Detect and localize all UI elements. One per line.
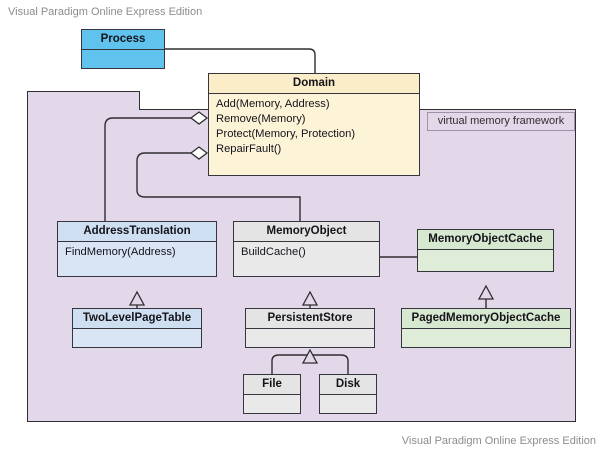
class-domain-op-2: Protect(Memory, Protection) bbox=[216, 128, 356, 140]
class-persistent-store-body bbox=[246, 329, 374, 347]
class-memory-object-body: BuildCache() bbox=[234, 242, 379, 276]
class-domain-op-1: Remove(Memory) bbox=[216, 113, 306, 125]
class-memory-object-cache-name: MemoryObjectCache bbox=[418, 230, 553, 250]
generalization-triangle-addresstranslation bbox=[128, 290, 146, 306]
class-process-body bbox=[82, 50, 164, 68]
class-disk-name: Disk bbox=[320, 375, 376, 395]
aggregation-diamond-addresstranslation bbox=[189, 111, 209, 125]
class-memory-object-name: MemoryObject bbox=[234, 222, 379, 242]
class-two-level-page-table[interactable]: TwoLevelPageTable bbox=[72, 308, 202, 348]
generalization-triangle-memoryobjectcache bbox=[477, 284, 495, 300]
class-paged-memory-object-cache-body bbox=[402, 329, 570, 347]
aggregation-diamond-memoryobject bbox=[189, 146, 209, 160]
class-domain[interactable]: Domain Add(Memory, Address) Remove(Memor… bbox=[208, 73, 420, 176]
edge-domain-addresstranslation bbox=[104, 117, 199, 221]
class-domain-op-3: RepairFault() bbox=[216, 143, 282, 155]
class-disk-body bbox=[320, 395, 376, 413]
generalization-triangle-persistentstore bbox=[301, 348, 319, 364]
edge-process-domain bbox=[165, 48, 316, 73]
class-address-translation-op-0: FindMemory(Address) bbox=[65, 246, 176, 258]
class-file-name: File bbox=[244, 375, 300, 395]
class-paged-memory-object-cache[interactable]: PagedMemoryObjectCache bbox=[401, 308, 571, 348]
class-two-level-page-table-body bbox=[73, 329, 201, 347]
class-persistent-store[interactable]: PersistentStore bbox=[245, 308, 375, 348]
watermark-bottom: Visual Paradigm Online Express Edition bbox=[401, 435, 596, 447]
class-address-translation-name: AddressTranslation bbox=[58, 222, 216, 242]
class-paged-memory-object-cache-name: PagedMemoryObjectCache bbox=[402, 309, 570, 329]
class-domain-body: Add(Memory, Address) Remove(Memory) Prot… bbox=[209, 94, 419, 175]
watermark-top: Visual Paradigm Online Express Edition bbox=[8, 6, 203, 18]
class-memory-object-cache[interactable]: MemoryObjectCache bbox=[417, 229, 554, 272]
class-memory-object-op-0: BuildCache() bbox=[241, 246, 306, 258]
edge-domain-memoryobject bbox=[136, 152, 301, 221]
class-process-name: Process bbox=[82, 30, 164, 50]
class-file[interactable]: File bbox=[243, 374, 301, 414]
class-process[interactable]: Process bbox=[81, 29, 165, 69]
class-two-level-page-table-name: TwoLevelPageTable bbox=[73, 309, 201, 329]
class-file-body bbox=[244, 395, 300, 413]
class-address-translation[interactable]: AddressTranslation FindMemory(Address) bbox=[57, 221, 217, 277]
class-domain-name: Domain bbox=[209, 74, 419, 94]
class-memory-object-cache-body bbox=[418, 250, 553, 271]
class-address-translation-body: FindMemory(Address) bbox=[58, 242, 216, 276]
package-tab bbox=[27, 91, 140, 110]
class-disk[interactable]: Disk bbox=[319, 374, 377, 414]
generalization-triangle-memoryobject bbox=[301, 290, 319, 306]
package-frame-label: virtual memory framework bbox=[427, 112, 575, 131]
class-domain-op-0: Add(Memory, Address) bbox=[216, 98, 330, 110]
class-persistent-store-name: PersistentStore bbox=[246, 309, 374, 329]
class-memory-object[interactable]: MemoryObject BuildCache() bbox=[233, 221, 380, 277]
